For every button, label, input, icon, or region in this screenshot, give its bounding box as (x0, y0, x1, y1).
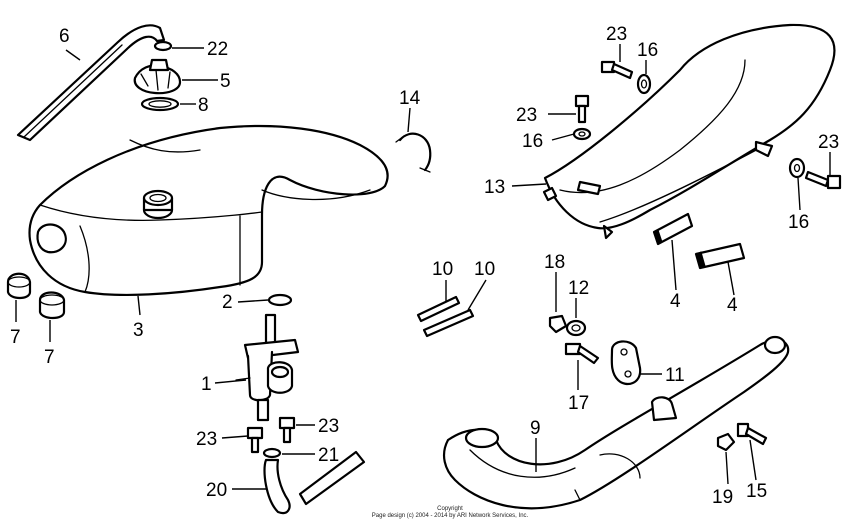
seat-washer-top[interactable] (636, 73, 652, 95)
callout-23-seat-mid: 23 (516, 105, 537, 126)
tank-cushion-1[interactable] (6, 272, 32, 300)
callout-11: 11 (665, 365, 685, 386)
rubber-band-1[interactable] (416, 295, 461, 323)
copyright-notice: Copyright Page design (c) 2004 - 2014 by… (330, 506, 570, 520)
callout-labels: 6 22 5 8 14 3 7 7 2 1 23 23 21 20 10 10 … (10, 24, 839, 508)
callout-13: 13 (484, 177, 505, 198)
callout-4-right: 4 (727, 295, 738, 316)
exhaust-muffler[interactable] (442, 335, 790, 510)
seat-rubber-2[interactable] (694, 242, 746, 270)
seat-bolt-right[interactable] (804, 170, 842, 190)
callout-18: 18 (544, 252, 565, 273)
callout-14: 14 (399, 88, 421, 109)
exhaust-nut[interactable] (548, 314, 568, 334)
callout-23-petcock-right: 23 (318, 416, 339, 437)
callout-19: 19 (712, 487, 733, 508)
exhaust-washer[interactable] (565, 319, 587, 337)
callout-9: 9 (530, 418, 541, 439)
seat[interactable] (542, 23, 836, 240)
hose-clip[interactable] (153, 40, 173, 52)
callout-16-seat-right: 16 (788, 212, 809, 233)
callout-23-petcock-left: 23 (196, 429, 217, 450)
callout-4-left: 4 (670, 291, 681, 312)
seat-rubber-1[interactable] (652, 212, 694, 246)
callout-22: 22 (207, 39, 228, 60)
callout-7-left: 7 (10, 327, 21, 348)
copyright-line-2: Page design (c) 2004 - 2014 by ARI Netwo… (371, 513, 529, 519)
petcock-screw-left[interactable] (246, 426, 264, 454)
fuel-line[interactable] (263, 450, 366, 515)
callout-23-seat-top: 23 (606, 24, 627, 45)
callout-3: 3 (133, 320, 144, 341)
callout-16-seat-mid: 16 (522, 131, 543, 152)
seat-bolt-top[interactable] (600, 60, 634, 80)
callout-15: 15 (746, 481, 767, 502)
callout-10-left: 10 (432, 259, 453, 280)
callout-21: 21 (318, 445, 339, 466)
exhaust-bracket[interactable] (610, 340, 642, 386)
fuel-hose[interactable] (16, 24, 166, 142)
seat-bolt-mid[interactable] (574, 94, 590, 124)
callout-8: 8 (198, 95, 209, 116)
fuel-tank[interactable] (28, 124, 389, 297)
rubber-band-2[interactable] (422, 308, 475, 338)
leader-lines (15, 44, 831, 490)
callout-20: 20 (206, 480, 227, 501)
tank-cushion-2[interactable] (38, 291, 66, 320)
callout-1: 1 (201, 374, 212, 395)
callout-6: 6 (59, 26, 70, 47)
petcock-o-ring[interactable] (267, 293, 293, 307)
muffler-bolt[interactable] (736, 422, 768, 446)
seat-washer-right[interactable] (788, 157, 806, 179)
callout-2: 2 (222, 292, 233, 313)
callout-7-right: 7 (44, 347, 55, 368)
exhaust-bolt[interactable] (564, 342, 600, 365)
fuel-line-clip[interactable] (262, 447, 282, 459)
callout-10-right: 10 (474, 259, 495, 280)
tank-cap[interactable] (133, 58, 182, 95)
muffler-nut[interactable] (716, 432, 736, 452)
callout-12: 12 (568, 278, 589, 299)
cap-gasket[interactable] (140, 96, 180, 112)
petcock-screw-right[interactable] (278, 416, 296, 444)
copyright-line-1: Copyright (437, 506, 463, 512)
fuel-petcock[interactable] (235, 313, 300, 422)
callout-23-seat-right: 23 (818, 132, 839, 153)
callout-17: 17 (568, 393, 589, 414)
callout-5: 5 (220, 71, 231, 92)
tank-clamp[interactable] (395, 132, 432, 173)
seat-washer-mid[interactable] (572, 127, 592, 141)
callout-16-seat-top: 16 (637, 40, 658, 61)
